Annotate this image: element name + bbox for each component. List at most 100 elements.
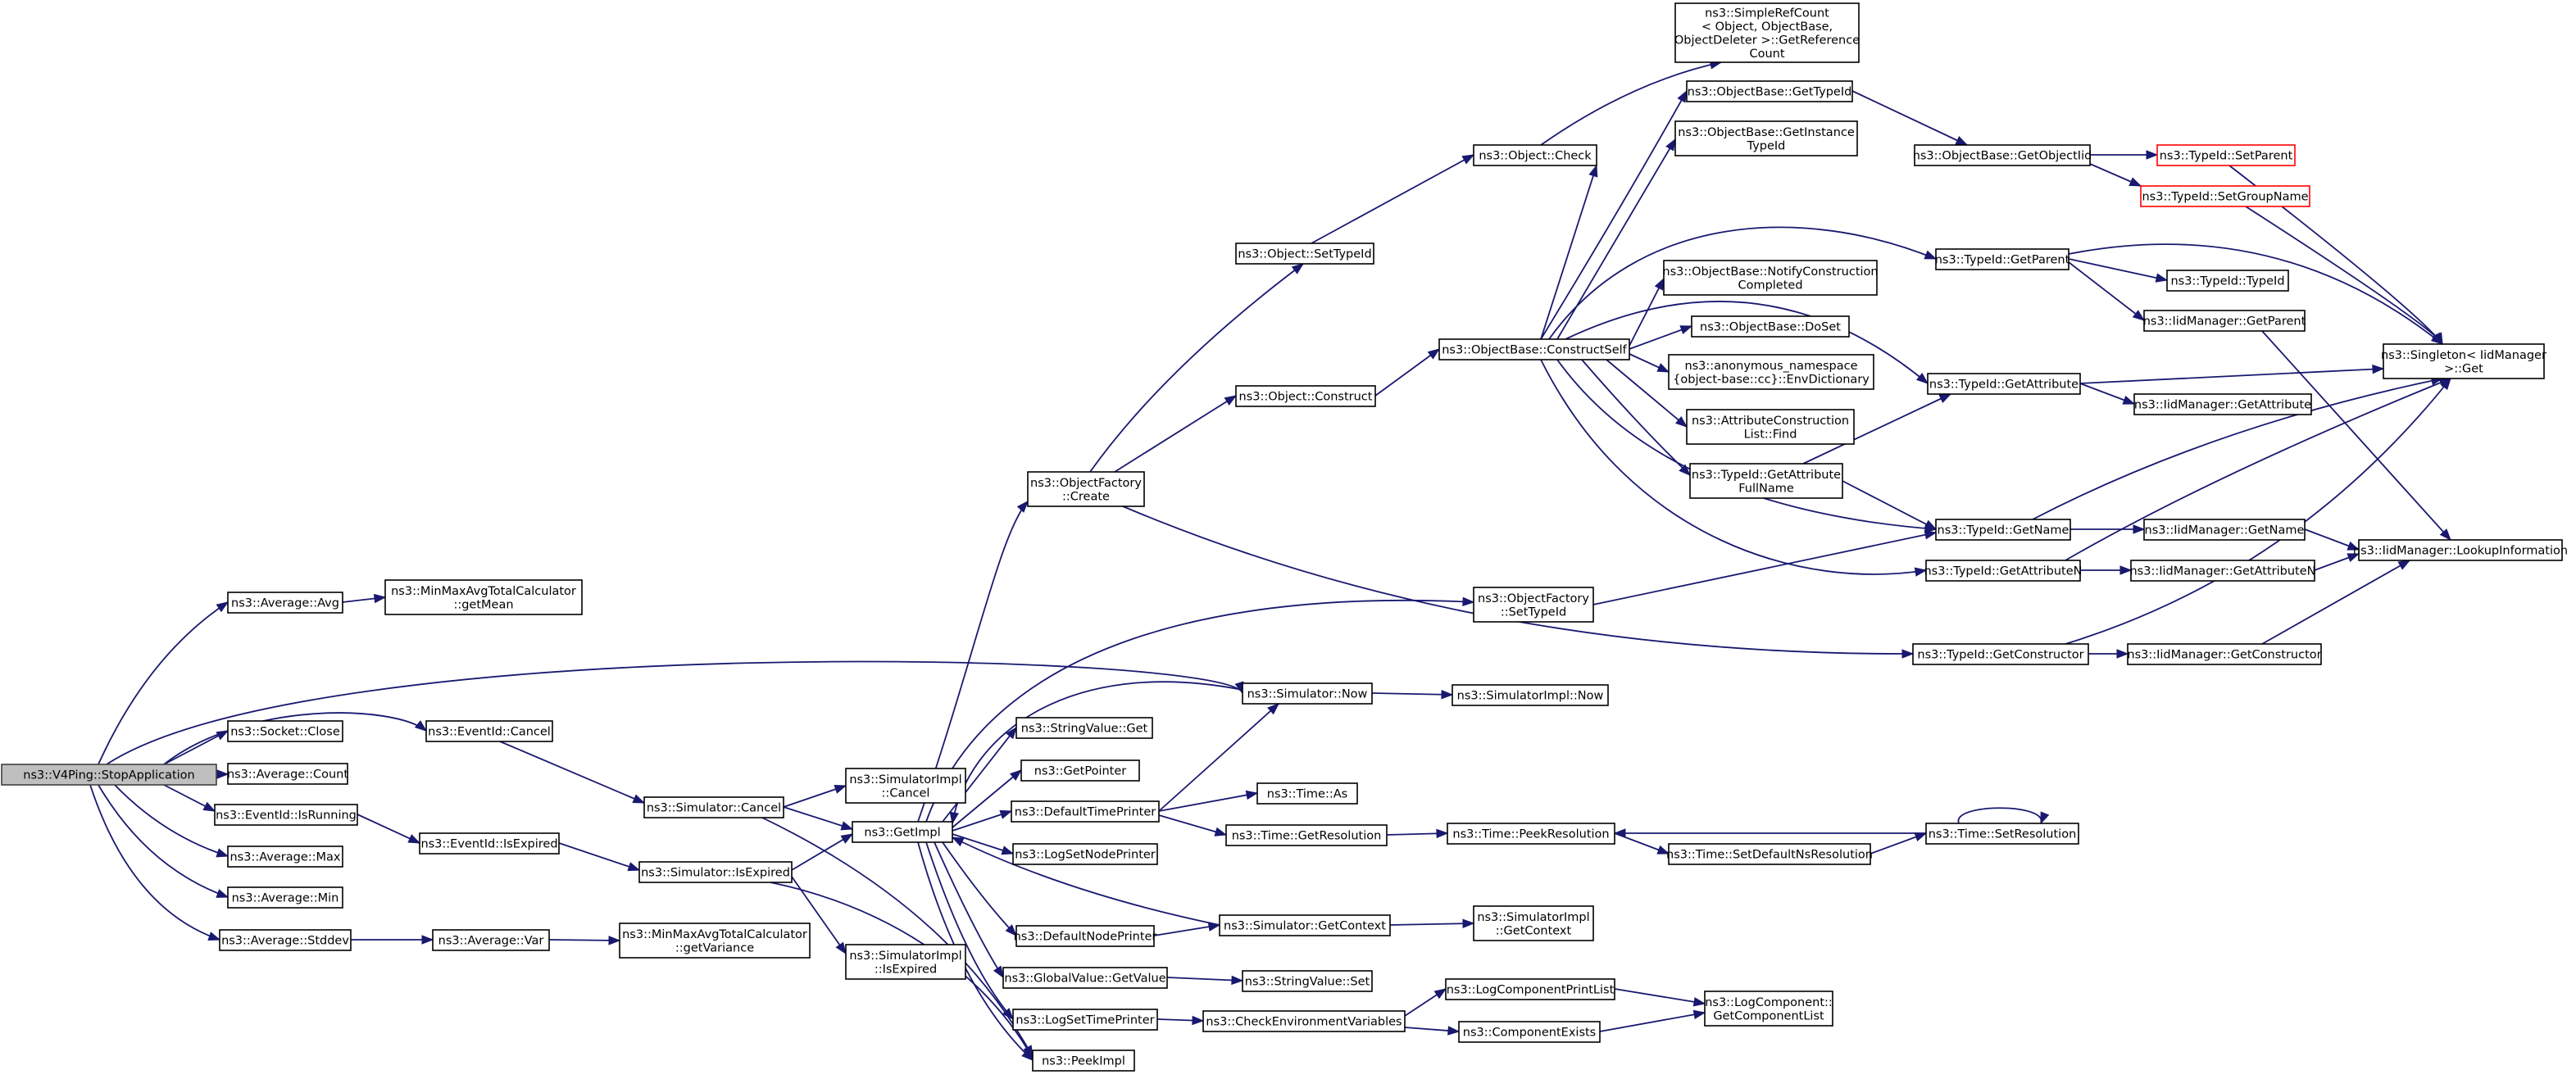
arrowhead-singleton bbox=[2440, 377, 2451, 391]
arrowhead-objcheck bbox=[1588, 164, 1598, 178]
edge-defnode-to-simctx bbox=[1153, 924, 1220, 936]
arrowhead-setres bbox=[1914, 832, 1928, 842]
node-iidattrn[interactable]: ns3::IidManager::GetAttributeN bbox=[2129, 560, 2316, 582]
node-tidname[interactable]: ns3::TypeId::GetName bbox=[1935, 519, 2071, 541]
node-label: ns3::IidManager::GetConstructor bbox=[2127, 649, 2321, 662]
node-implnow[interactable]: ns3::SimulatorImpl::Now bbox=[1452, 684, 1609, 706]
node-compexists[interactable]: ns3::ComponentExists bbox=[1458, 1021, 1601, 1043]
node-defnode[interactable]: ns3::DefaultNodePrinter bbox=[1014, 925, 1157, 947]
node-getvar[interactable]: ns3::MinMaxAvgTotalCalculator::getVarian… bbox=[619, 923, 811, 959]
node-implexpired[interactable]: ns3::SimulatorImpl::IsExpired bbox=[845, 944, 966, 980]
node-obnotify[interactable]: ns3::ObjectBase::NotifyConstructionCompl… bbox=[1662, 260, 1879, 296]
edge-simcancel-to-peekimpl bbox=[761, 817, 1034, 1058]
node-setparent[interactable]: ns3::TypeId::SetParent bbox=[2156, 144, 2296, 166]
node-var[interactable]: ns3::Average::Var bbox=[432, 929, 550, 951]
node-label: ns3::TypeId::GetAttribute bbox=[1692, 469, 1841, 482]
node-simnow[interactable]: ns3::Simulator::Now bbox=[1242, 682, 1373, 705]
node-checkenv[interactable]: ns3::CheckEnvironmentVariables bbox=[1202, 1010, 1406, 1032]
node-obdoset[interactable]: ns3::ObjectBase::DoSet bbox=[1691, 315, 1850, 338]
node-box bbox=[1473, 587, 1594, 623]
node-peekimpl[interactable]: ns3::PeekImpl bbox=[1032, 1050, 1135, 1072]
node-count[interactable]: ns3::Average::Count bbox=[227, 763, 348, 785]
node-evcancel[interactable]: ns3::EventId::Cancel bbox=[425, 720, 553, 742]
node-max[interactable]: ns3::Average::Max bbox=[227, 846, 343, 868]
node-label: ::getMean bbox=[453, 598, 513, 611]
node-label: < Object, ObjectBase, bbox=[1701, 20, 1833, 34]
edge-tidname-to-singleton bbox=[2032, 378, 2443, 520]
node-consself[interactable]: ns3::ObjectBase::ConstructSelf bbox=[1438, 338, 1630, 360]
node-timeas[interactable]: ns3::Time::As bbox=[1256, 782, 1358, 805]
edge-consself-to-tidparent bbox=[1548, 226, 1937, 340]
node-iidattr[interactable]: ns3::IidManager::GetAttribute bbox=[2133, 393, 2312, 415]
node-getmean[interactable]: ns3::MinMaxAvgTotalCalculator::getMean bbox=[384, 579, 583, 615]
node-iidcons[interactable]: ns3::IidManager::GetConstructor bbox=[2127, 643, 2322, 665]
node-getobjtid[interactable]: ns3::ObjectBase::GetObjectIid bbox=[1913, 144, 2092, 166]
node-setdefres[interactable]: ns3::Time::SetDefaultNsResolution bbox=[1666, 843, 1873, 865]
node-refcount[interactable]: ns3::SimpleRefCount< Object, ObjectBase,… bbox=[1674, 2, 1860, 63]
node-strset[interactable]: ns3::StringValue::Set bbox=[1242, 970, 1373, 992]
node-getimpl[interactable]: ns3::GetImpl bbox=[852, 821, 953, 843]
node-ofcreate[interactable]: ns3::ObjectFactory::Create bbox=[1027, 471, 1145, 507]
node-deftime[interactable]: ns3::DefaultTimePrinter bbox=[1011, 800, 1160, 823]
node-label: ns3::Time::SetDefaultNsResolution bbox=[1666, 849, 1873, 862]
node-sockclose[interactable]: ns3::Socket::Close bbox=[227, 720, 343, 742]
node-strget[interactable]: ns3::StringValue::Get bbox=[1015, 717, 1153, 739]
node-avg[interactable]: ns3::Average::Avg bbox=[227, 592, 343, 614]
node-box bbox=[1912, 643, 2089, 665]
node-objcons[interactable]: ns3::Object::Construct bbox=[1235, 385, 1376, 407]
node-getptr[interactable]: ns3::GetPointer bbox=[1020, 759, 1140, 782]
node-getres[interactable]: ns3::Time::GetResolution bbox=[1225, 824, 1388, 846]
node-logtime[interactable]: ns3::LogSetTimePrinter bbox=[1012, 1009, 1158, 1031]
node-iidparent[interactable]: ns3::IidManager::GetParent bbox=[2143, 310, 2306, 332]
edge-getimpl-to-getptr bbox=[952, 769, 1022, 828]
arrowhead-objcons bbox=[1224, 395, 1238, 406]
node-tidparent[interactable]: ns3::TypeId::GetParent bbox=[1935, 248, 2070, 270]
node-tidattr[interactable]: ns3::TypeId::GetAttribute bbox=[1927, 373, 2081, 395]
node-envdict[interactable]: ns3::anonymous_namespace{object-base::cc… bbox=[1668, 354, 1874, 390]
node-simexpired[interactable]: ns3::Simulator::IsExpired bbox=[638, 861, 793, 883]
node-setres[interactable]: ns3::Time::SetResolution bbox=[1925, 823, 2079, 845]
node-label: ns3::TypeId::GetName bbox=[1938, 524, 2069, 537]
node-tidcons[interactable]: ns3::TypeId::GetConstructor bbox=[1912, 643, 2089, 665]
node-label: ns3::ObjectBase::ConstructSelf bbox=[1442, 344, 1627, 357]
node-setgroup[interactable]: ns3::TypeId::SetGroupName bbox=[2140, 185, 2310, 207]
node-getcomplist[interactable]: ns3::LogComponent::GetComponentList bbox=[1704, 991, 1833, 1027]
edge-evexpired-to-simexpired bbox=[558, 842, 640, 871]
node-settypeid[interactable]: ns3::Object::SetTypeId bbox=[1235, 243, 1374, 265]
node-evexpired[interactable]: ns3::EventId::IsExpired bbox=[419, 832, 560, 855]
node-lookup[interactable]: ns3::IidManager::LookupInformation bbox=[2353, 539, 2568, 561]
node-lognode[interactable]: ns3::LogSetNodePrinter bbox=[1012, 843, 1158, 865]
node-objcheck[interactable]: ns3::Object::Check bbox=[1473, 144, 1597, 166]
node-singleton[interactable]: ns3::Singleton< IidManager >::Get bbox=[2381, 343, 2546, 379]
arrowhead-consself bbox=[1427, 348, 1441, 360]
node-isrunning[interactable]: ns3::EventId::IsRunning bbox=[214, 804, 358, 826]
node-simctx[interactable]: ns3::Simulator::GetContext bbox=[1219, 914, 1391, 936]
node-label: TypeId bbox=[1747, 139, 1786, 152]
node-ofsettid[interactable]: ns3::ObjectFactory::SetTypeId bbox=[1473, 587, 1594, 623]
edge-getimpl-to-strget bbox=[942, 727, 1017, 823]
node-box bbox=[1242, 970, 1373, 992]
node-iidname[interactable]: ns3::IidManager::GetName bbox=[2143, 519, 2306, 541]
node-typeid[interactable]: ns3::TypeId::TypeId bbox=[2166, 270, 2289, 292]
arrowhead-lookup bbox=[2347, 553, 2360, 563]
arrowhead-simexpired bbox=[627, 862, 641, 872]
node-peekres[interactable]: ns3::Time::PeekResolution bbox=[1447, 823, 1615, 845]
node-simcancel[interactable]: ns3::Simulator::Cancel bbox=[643, 796, 784, 818]
node-obgettid[interactable]: ns3::ObjectBase::GetTypeId bbox=[1686, 80, 1853, 102]
edge-simexpired-to-getimpl bbox=[791, 833, 853, 871]
node-tidattrn[interactable]: ns3::TypeId::GetAttributeN bbox=[1924, 560, 2083, 582]
node-box bbox=[1032, 1050, 1135, 1072]
node-implctx[interactable]: ns3::SimulatorImpl::GetContext bbox=[1473, 905, 1594, 941]
node-gvget[interactable]: ns3::GlobalValue::GetValue bbox=[1002, 967, 1168, 989]
node-logprint[interactable]: ns3::LogComponentPrintList bbox=[1445, 978, 1615, 1000]
node-stddev[interactable]: ns3::Average::Stddev bbox=[219, 929, 352, 951]
node-min[interactable]: ns3::Average::Min bbox=[227, 886, 343, 909]
arrowhead-evexpired bbox=[407, 834, 421, 844]
edge-stopapp-to-evcancel bbox=[163, 712, 427, 765]
arrowhead-tidattr bbox=[1938, 393, 1952, 403]
node-stopapp[interactable]: ns3::V4Ping::StopApplication bbox=[1, 764, 217, 786]
node-implcancel[interactable]: ns3::SimulatorImpl::Cancel bbox=[845, 768, 966, 804]
